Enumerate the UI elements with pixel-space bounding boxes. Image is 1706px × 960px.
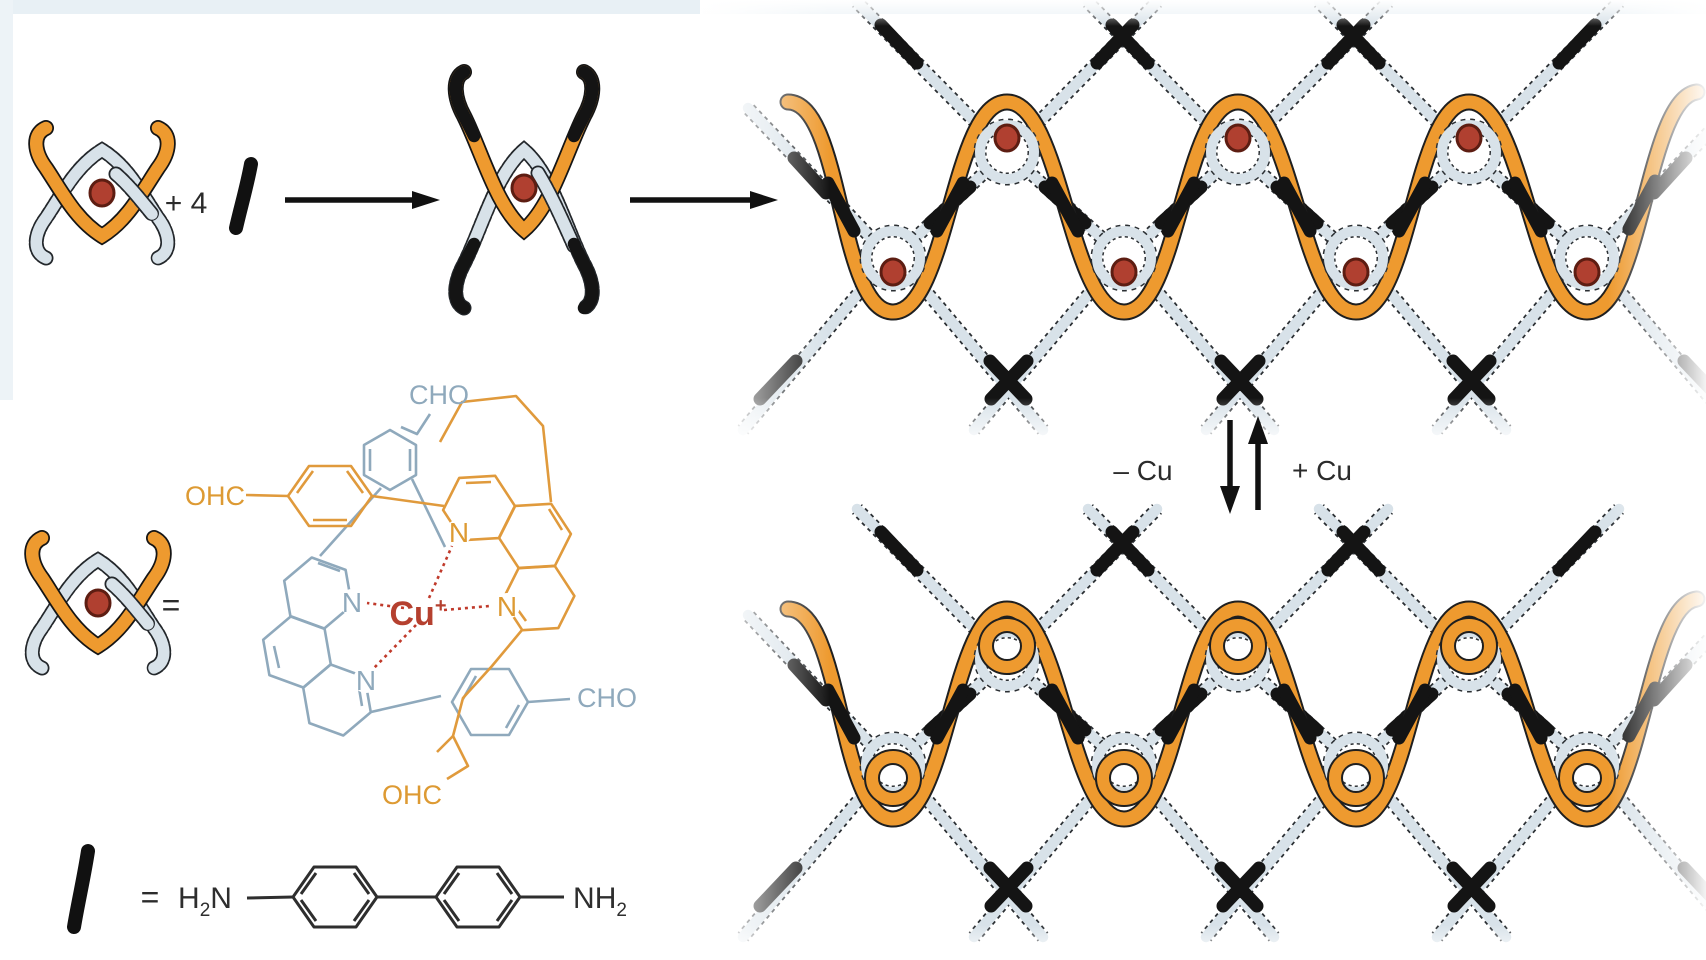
arrow-down-head bbox=[1220, 486, 1240, 514]
n-halo bbox=[339, 589, 365, 615]
plus-cu-label: + Cu bbox=[1292, 455, 1352, 486]
h2n-label: H2N bbox=[178, 882, 232, 921]
equals-sign-complex: = bbox=[162, 587, 181, 623]
copper-ion-dot bbox=[510, 173, 538, 203]
equals-sign-linker: = bbox=[141, 879, 160, 915]
cu-charge: + bbox=[435, 595, 447, 617]
n-halo bbox=[353, 667, 379, 693]
ohc-bottom-label: OHC bbox=[382, 780, 442, 810]
left-tint-band bbox=[0, 0, 13, 400]
h2n-n: N bbox=[210, 882, 232, 915]
fade-right-top-net bbox=[1608, 0, 1706, 450]
copper-label: Cu+ bbox=[389, 595, 446, 633]
copper-complex-reactant bbox=[36, 128, 168, 258]
phenyl-ring-2 bbox=[434, 865, 522, 929]
phenyl-ring-1 bbox=[291, 865, 379, 929]
fade-bottomedge-bottom-net bbox=[700, 925, 1706, 960]
blue-phenanthroline-ligand bbox=[261, 413, 571, 737]
copper-ion-dot bbox=[1110, 257, 1138, 287]
ohc-left-label: OHC bbox=[185, 481, 245, 511]
fade-left-top-net bbox=[700, 0, 830, 450]
nitrogen-label-left: N bbox=[342, 587, 362, 618]
nitrogen-label-top: N bbox=[449, 517, 469, 548]
fade-left-bottom-net bbox=[700, 455, 830, 960]
fade-topedge-top-net bbox=[700, 0, 1706, 26]
linker-arm-tip bbox=[567, 65, 599, 143]
orange-phenanthroline-ligand bbox=[245, 394, 576, 781]
demetalated-network bbox=[743, 509, 1706, 937]
copper-complex-structure: N N N N Cu+ CHO OHC CHO OHC bbox=[185, 380, 637, 810]
linker-arm-tip bbox=[567, 237, 599, 315]
copper-ion-dot bbox=[1342, 257, 1370, 287]
n-halo bbox=[494, 593, 520, 619]
copper-complex-legend-symbol bbox=[32, 538, 164, 668]
demetalation-equilibrium: – Cu + Cu bbox=[1113, 416, 1352, 514]
fade-bottom-top-net bbox=[700, 398, 1706, 448]
linker-arm-tip bbox=[449, 237, 481, 315]
copper-ion-dot bbox=[1573, 257, 1601, 287]
copper-ion-dot bbox=[1224, 123, 1252, 153]
arrow-up-head bbox=[1248, 416, 1268, 444]
reaction-arrow-2 bbox=[630, 191, 778, 209]
copper-ion-dot bbox=[1455, 123, 1483, 153]
cu-symbol: Cu bbox=[389, 595, 434, 633]
stoichiometry-label: + 4 bbox=[165, 187, 208, 220]
copper-ion-dot bbox=[879, 257, 907, 287]
n-halo bbox=[446, 519, 472, 545]
linker-legend: = H2N NH2 bbox=[67, 844, 627, 934]
linker-rod-icon bbox=[229, 157, 258, 235]
linker-arm-tip bbox=[449, 65, 481, 143]
fade-right-bottom-net bbox=[1608, 455, 1706, 960]
extended-complex-with-linkers bbox=[447, 64, 601, 316]
nh2-label: NH2 bbox=[573, 882, 627, 921]
cho-top-label: CHO bbox=[409, 380, 469, 410]
nitrogen-label-bottom: N bbox=[356, 665, 376, 696]
woven-network-with-copper bbox=[743, 2, 1706, 430]
nitrogen-label-right: N bbox=[497, 591, 517, 622]
h2n-sub: 2 bbox=[200, 900, 211, 921]
minus-cu-label: – Cu bbox=[1113, 455, 1172, 486]
cho-right-label: CHO bbox=[577, 683, 637, 713]
nh2-sub: 2 bbox=[616, 900, 627, 921]
h2n-h: H bbox=[178, 882, 200, 915]
benzidine-structure bbox=[246, 865, 564, 929]
linker-rod-icon bbox=[67, 844, 95, 934]
nh2-nh: NH bbox=[573, 882, 616, 915]
reaction-arrow-1 bbox=[285, 191, 440, 209]
copper-center: N N N N Cu+ bbox=[339, 517, 520, 696]
fade-top-bottom-net bbox=[700, 450, 1706, 505]
copper-ion-dot bbox=[993, 123, 1021, 153]
